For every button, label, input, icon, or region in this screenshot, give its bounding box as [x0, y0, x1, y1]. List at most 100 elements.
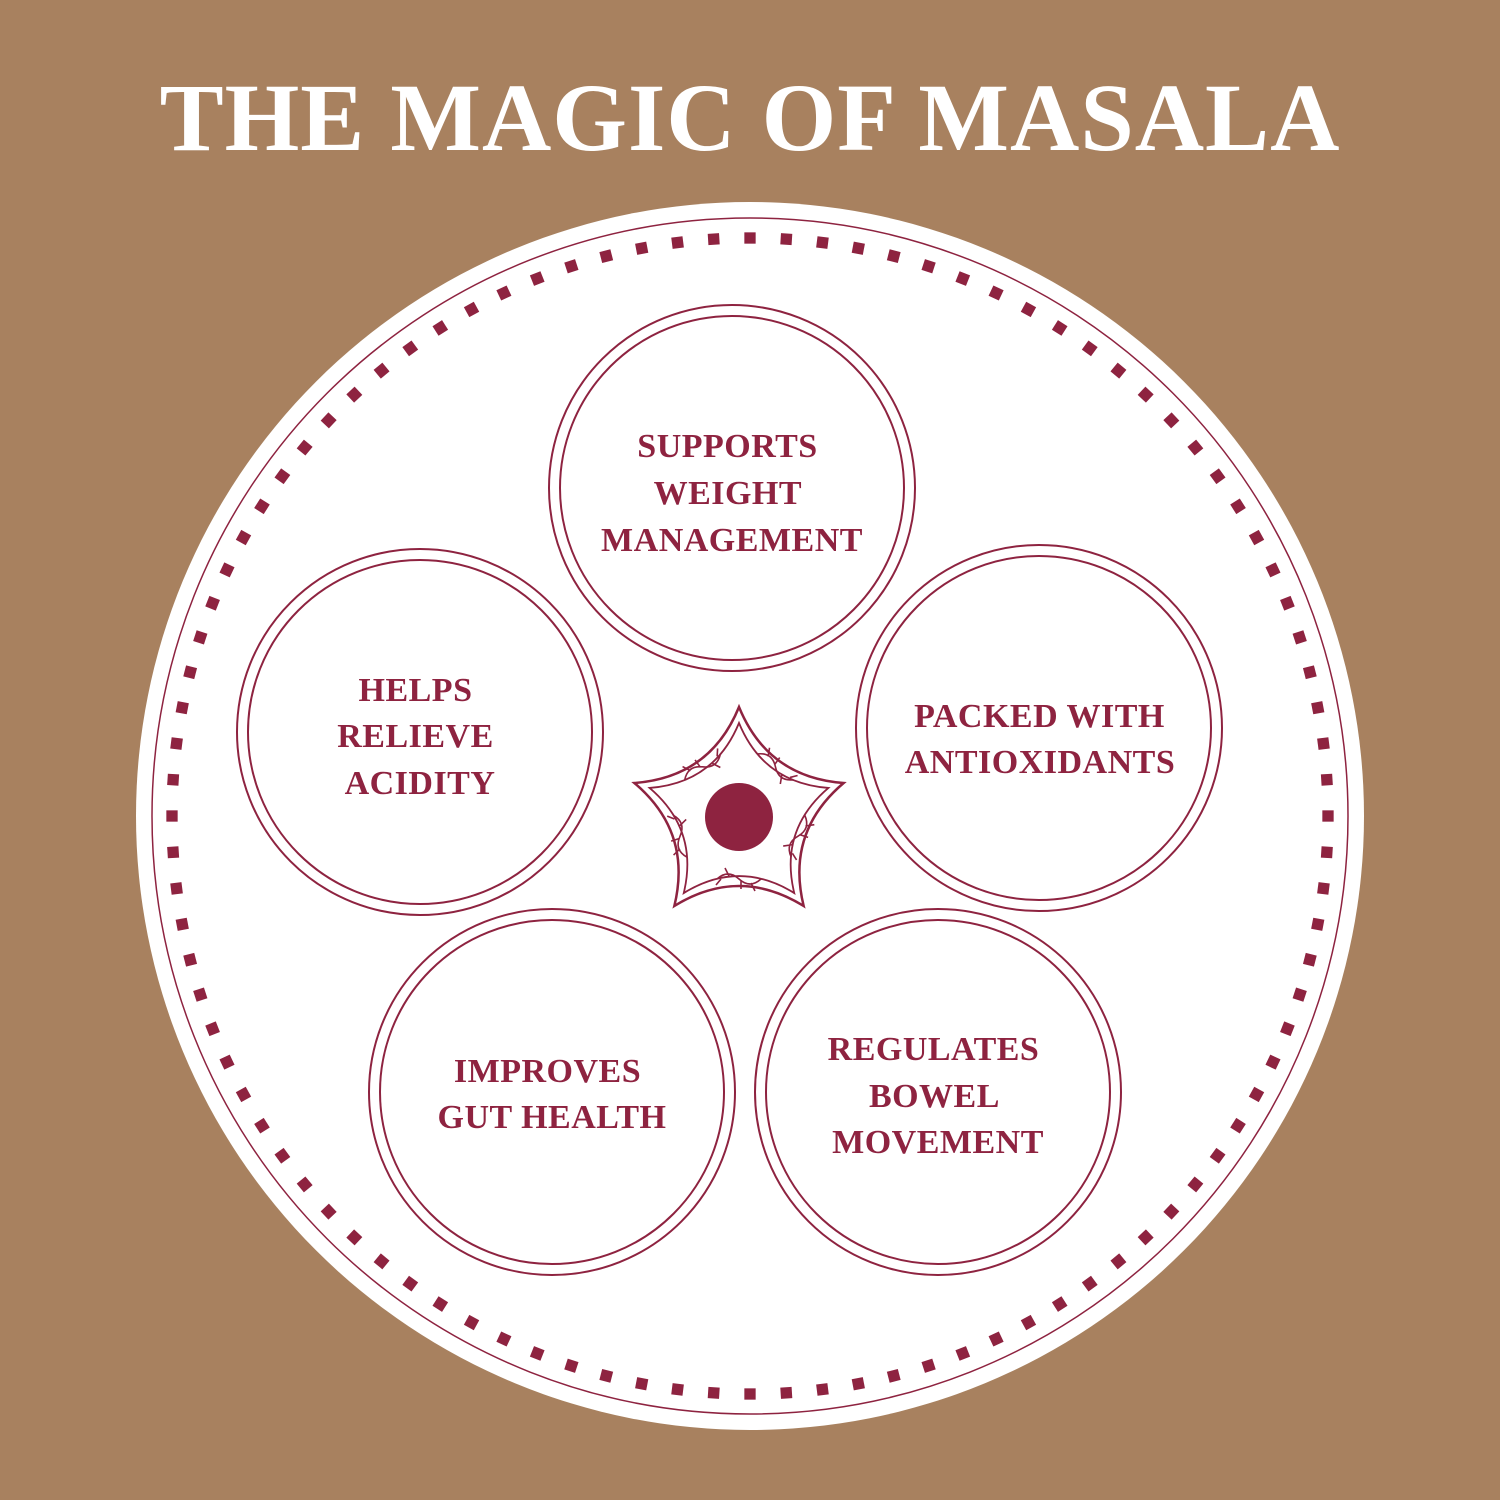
border-diamond — [373, 1253, 390, 1270]
border-diamond — [402, 1275, 419, 1292]
ornament-inner-outline — [647, 720, 831, 895]
border-diamond — [373, 362, 390, 379]
border-diamond — [1311, 917, 1325, 931]
border-diamond — [564, 1358, 579, 1373]
benefit-circle-bowel-movement: REGULATES BOWEL MOVEMENT — [754, 908, 1122, 1276]
ornament-vine — [783, 814, 815, 861]
border-diamond — [707, 1386, 720, 1399]
border-diamond — [1020, 301, 1037, 318]
ornament-outer-outline — [631, 703, 847, 909]
border-diamond — [1209, 468, 1226, 485]
border-diamond — [886, 249, 901, 264]
border-diamond — [193, 630, 208, 645]
border-diamond — [886, 1368, 901, 1383]
border-diamond — [496, 1331, 512, 1347]
border-diamond — [170, 882, 183, 895]
border-diamond — [564, 259, 579, 274]
ornament-vine — [666, 814, 688, 858]
page-title: THE MAGIC OF MASALA — [159, 64, 1341, 171]
benefit-label-line: HELPS — [359, 672, 473, 709]
border-diamond — [744, 232, 756, 244]
border-diamond — [402, 340, 419, 357]
border-diamond — [1292, 987, 1307, 1002]
benefit-label-line: MANAGEMENT — [601, 522, 863, 559]
border-diamond — [1265, 1054, 1281, 1070]
border-diamond — [175, 701, 189, 715]
border-diamond — [235, 1086, 252, 1103]
border-diamond — [219, 1054, 235, 1070]
border-diamond — [671, 1383, 684, 1396]
border-diamond — [635, 1377, 649, 1391]
border-diamond — [780, 233, 793, 246]
border-diamond — [296, 439, 313, 456]
border-diamond — [170, 737, 183, 750]
border-diamond — [1230, 498, 1246, 515]
border-diamond — [1163, 1203, 1180, 1220]
benefit-circle-inner — [866, 555, 1212, 901]
benefit-circle-outer — [855, 544, 1223, 912]
border-diamond — [816, 1383, 829, 1396]
border-diamond — [183, 952, 198, 967]
border-diamond — [1137, 386, 1154, 403]
border-diamond — [1051, 320, 1068, 336]
plate-inner-ring — [151, 217, 1349, 1415]
ornament-center-dot — [705, 783, 773, 851]
border-diamond — [1320, 846, 1333, 859]
benefit-label-line: MOVEMENT — [832, 1124, 1044, 1161]
border-diamond — [671, 236, 684, 249]
border-diamond — [175, 917, 189, 931]
border-diamond — [851, 1377, 865, 1391]
border-diamond — [193, 987, 208, 1002]
border-diamond — [167, 846, 180, 859]
border-diamond — [463, 1314, 480, 1331]
diamond-border — [166, 232, 1334, 1400]
border-diamond — [707, 233, 720, 246]
benefit-circle-outer — [236, 548, 604, 916]
benefit-label-line: WEIGHT — [654, 475, 802, 512]
benefit-label-line: SUPPORTS — [637, 428, 817, 465]
border-diamond — [1081, 1275, 1098, 1292]
border-diamond — [463, 301, 480, 318]
border-diamond — [1110, 1253, 1127, 1270]
border-diamond — [496, 285, 512, 301]
benefit-label: PACKED WITH ANTIOXIDANTS — [905, 698, 1176, 781]
border-diamond — [1317, 882, 1330, 895]
border-diamond — [744, 1388, 756, 1400]
border-diamond — [1230, 1117, 1246, 1134]
border-diamond — [296, 1176, 313, 1193]
benefit-circle-outer — [548, 304, 916, 672]
border-diamond — [432, 320, 449, 336]
border-diamond — [1311, 701, 1325, 715]
border-diamond — [205, 1021, 220, 1037]
border-diamond — [1322, 810, 1334, 822]
border-diamond — [1248, 529, 1265, 546]
benefit-label: REGULATES BOWEL MOVEMENT — [828, 1031, 1049, 1161]
ornament-vine — [682, 748, 722, 780]
border-diamond — [1248, 1086, 1265, 1103]
border-diamond — [1280, 595, 1295, 611]
border-diamond — [1137, 1229, 1154, 1246]
border-diamond — [1209, 1147, 1226, 1164]
border-diamond — [274, 468, 291, 485]
benefit-circle-outer — [368, 908, 736, 1276]
border-diamond — [955, 1346, 971, 1361]
border-diamond — [1280, 1021, 1295, 1037]
border-diamond — [1302, 952, 1317, 967]
benefit-label-line: IMPROVES — [454, 1053, 641, 1090]
border-diamond — [988, 1331, 1004, 1347]
border-diamond — [816, 236, 829, 249]
border-diamond — [1163, 412, 1180, 429]
benefit-label-line: PACKED WITH — [914, 698, 1165, 735]
benefit-label-line: BOWEL — [869, 1078, 999, 1115]
ornament-vine — [715, 867, 762, 892]
mandala-flower-icon — [631, 703, 847, 909]
border-diamond — [635, 241, 649, 255]
benefit-circle-outer — [754, 908, 1122, 1276]
benefit-circle-inner — [559, 315, 905, 661]
border-diamond — [1020, 1314, 1037, 1331]
border-diamond — [599, 249, 614, 264]
border-diamond — [205, 595, 220, 611]
border-diamond — [166, 810, 178, 822]
